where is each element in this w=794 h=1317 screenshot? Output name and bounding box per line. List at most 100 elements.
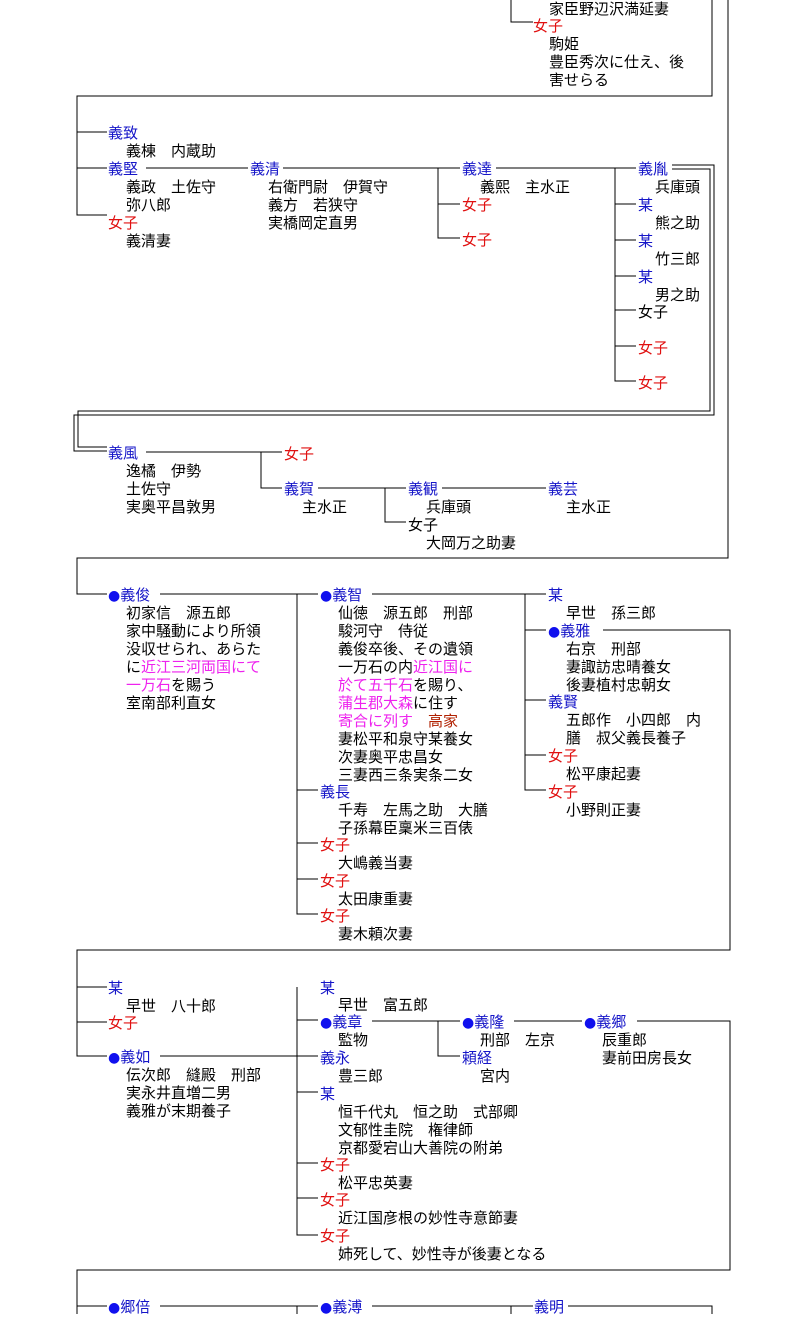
person-name: ●義溥 (320, 1298, 362, 1317)
person-name: ●郷倍 (108, 1298, 150, 1317)
person-note: 一万石を賜う (126, 676, 216, 694)
person-note: 室南部利直女 (126, 694, 217, 712)
daughter-label: 女子 (462, 196, 493, 214)
person-note: 早世 孫三郎 (566, 604, 657, 622)
person-note: 兵庫頭 (655, 178, 701, 196)
person-note: 駿河守 侍従 (338, 622, 429, 640)
person-note: 恒千代丸 恒之助 式部卿 (338, 1103, 519, 1121)
person-name-text: 義郷 (596, 1013, 627, 1031)
person-note: 家中騒動により所領 (126, 622, 261, 640)
main-line-dot-icon: ● (320, 1300, 333, 1316)
person-name: ●義俊 (108, 586, 150, 605)
person-note: 義棟 内蔵助 (126, 142, 217, 160)
daughter-label: 女子 (320, 1156, 351, 1174)
person-note: 子孫幕臣稟米三百俵 (338, 819, 474, 837)
place-text: 於て五千石 (338, 676, 414, 694)
main-line-dot-icon: ● (320, 1015, 333, 1031)
person-note: 実永井直増二男 (126, 1084, 232, 1102)
main-line-dot-icon: ● (108, 588, 121, 604)
person-name: 義清 (250, 160, 281, 178)
daughter-label: 女子 (108, 1014, 139, 1032)
daughter-label: 女子 (320, 1191, 351, 1209)
person-name-text: 義章 (332, 1013, 363, 1031)
person-note: 妻諏訪忠晴養女 (566, 658, 672, 676)
person-note: 右衛門尉 伊賀守 (268, 178, 389, 196)
person-name-text: 義隆 (474, 1013, 505, 1031)
person-name-text: 義如 (120, 1048, 151, 1066)
person-note: 義清妻 (126, 232, 172, 250)
daughter-label: 女子 (548, 747, 579, 765)
person-name-text: 義俊 (120, 586, 151, 604)
person-note: 近江国彦根の妙性寺意節妻 (338, 1209, 519, 1227)
note-text: 一万石の内 (338, 658, 414, 676)
daughter-label: 女子 (320, 907, 351, 925)
person-note: 義雅が末期養子 (126, 1102, 232, 1120)
person-note: 豊三郎 (338, 1067, 384, 1085)
person-note: 実奥平昌敦男 (126, 498, 217, 516)
person-note: 三妻西三条実条二女 (338, 766, 474, 784)
person-note: 蒲生郡大森に住す (338, 694, 458, 712)
main-line-dot-icon: ● (320, 588, 333, 604)
person-name: 某 (638, 268, 654, 286)
main-line-dot-icon: ● (108, 1300, 121, 1316)
person-note: 於て五千石を賜り、 (338, 676, 472, 694)
note-text: を賜り、 (413, 676, 473, 694)
daughter-label: 女子 (638, 374, 669, 392)
person-note: 仙徳 源五郎 刑部 (338, 604, 474, 622)
person-name: 義明 (534, 1298, 565, 1316)
person-note: 監物 (338, 1031, 369, 1049)
person-note: 兵庫頭 (426, 498, 472, 516)
person-note: 初家信 源五郎 (126, 604, 232, 622)
main-line-dot-icon: ● (462, 1015, 475, 1031)
person-note: 千寿 左馬之助 大膳 (338, 801, 489, 819)
person-note: 伝次郎 縫殿 刑部 (126, 1066, 262, 1084)
person-name: 義致 (108, 124, 139, 142)
person-name: ●義雅 (548, 622, 590, 641)
person-note: 豊臣秀次に仕え、後 (549, 53, 685, 71)
person-note: 膳 叔父義長養子 (566, 729, 687, 747)
person-name-text: 郷倍 (120, 1298, 151, 1316)
person-note: に近江三河両国にて (126, 658, 261, 676)
person-note: 熊之助 (655, 214, 701, 232)
person-name: 義堅 (108, 160, 139, 178)
daughter-label: 女子 (320, 872, 351, 890)
daughter-label: 女子 (320, 836, 351, 854)
person-note: 逸橘 伊勢 (126, 462, 202, 480)
person-note: 駒姫 (549, 35, 580, 53)
place-text: 一万石 (126, 676, 172, 694)
person-note: 弥八郎 (126, 196, 172, 214)
daughter-label: 女子 (462, 231, 493, 249)
person-note: 太田康重妻 (338, 890, 414, 908)
person-note: 寄合に列す 高家 (338, 712, 458, 730)
person-note: 義政 土佐守 (126, 178, 217, 196)
person-note: 小野則正妻 (566, 801, 642, 819)
person-name: 某 (320, 1085, 336, 1103)
person-note: 大岡万之助妻 (426, 534, 517, 552)
place-text: 近江三河両国にて (141, 658, 262, 676)
person-name: 某 (320, 979, 336, 997)
person-note: 刑部 左京 (480, 1031, 556, 1049)
person-note: 竹三郎 (655, 250, 701, 268)
person-note: 義方 若狭守 (268, 196, 359, 214)
person-note: 実橋岡定直男 (268, 214, 359, 232)
person-note: 五郎作 小四郎 内 (566, 711, 702, 729)
person-name-text: 義雅 (560, 622, 591, 640)
place-text: 近江国に (413, 658, 474, 676)
person-name: 頼経 (462, 1049, 493, 1067)
person-note: 姉死して、妙性寺が後妻となる (338, 1245, 547, 1263)
person-note: 一万石の内近江国に (338, 658, 473, 676)
person-name: ●義章 (320, 1013, 362, 1032)
person-name: 義風 (108, 444, 139, 462)
person-name: 義長 (320, 783, 351, 801)
main-line-dot-icon: ● (584, 1015, 597, 1031)
person-note: 京都愛宕山大善院の附弟 (338, 1139, 504, 1157)
person-note: 主水正 (302, 498, 348, 516)
person-note: 妻前田房長女 (602, 1049, 693, 1067)
person-note: 早世 八十郎 (126, 997, 217, 1015)
person-name: ●義如 (108, 1048, 150, 1067)
daughter-label: 女子 (638, 303, 669, 321)
person-note: 辰重郎 (602, 1031, 648, 1049)
daughter-label: 女子 (408, 516, 439, 534)
person-note: 文郁性圭院 権律師 (338, 1121, 474, 1139)
